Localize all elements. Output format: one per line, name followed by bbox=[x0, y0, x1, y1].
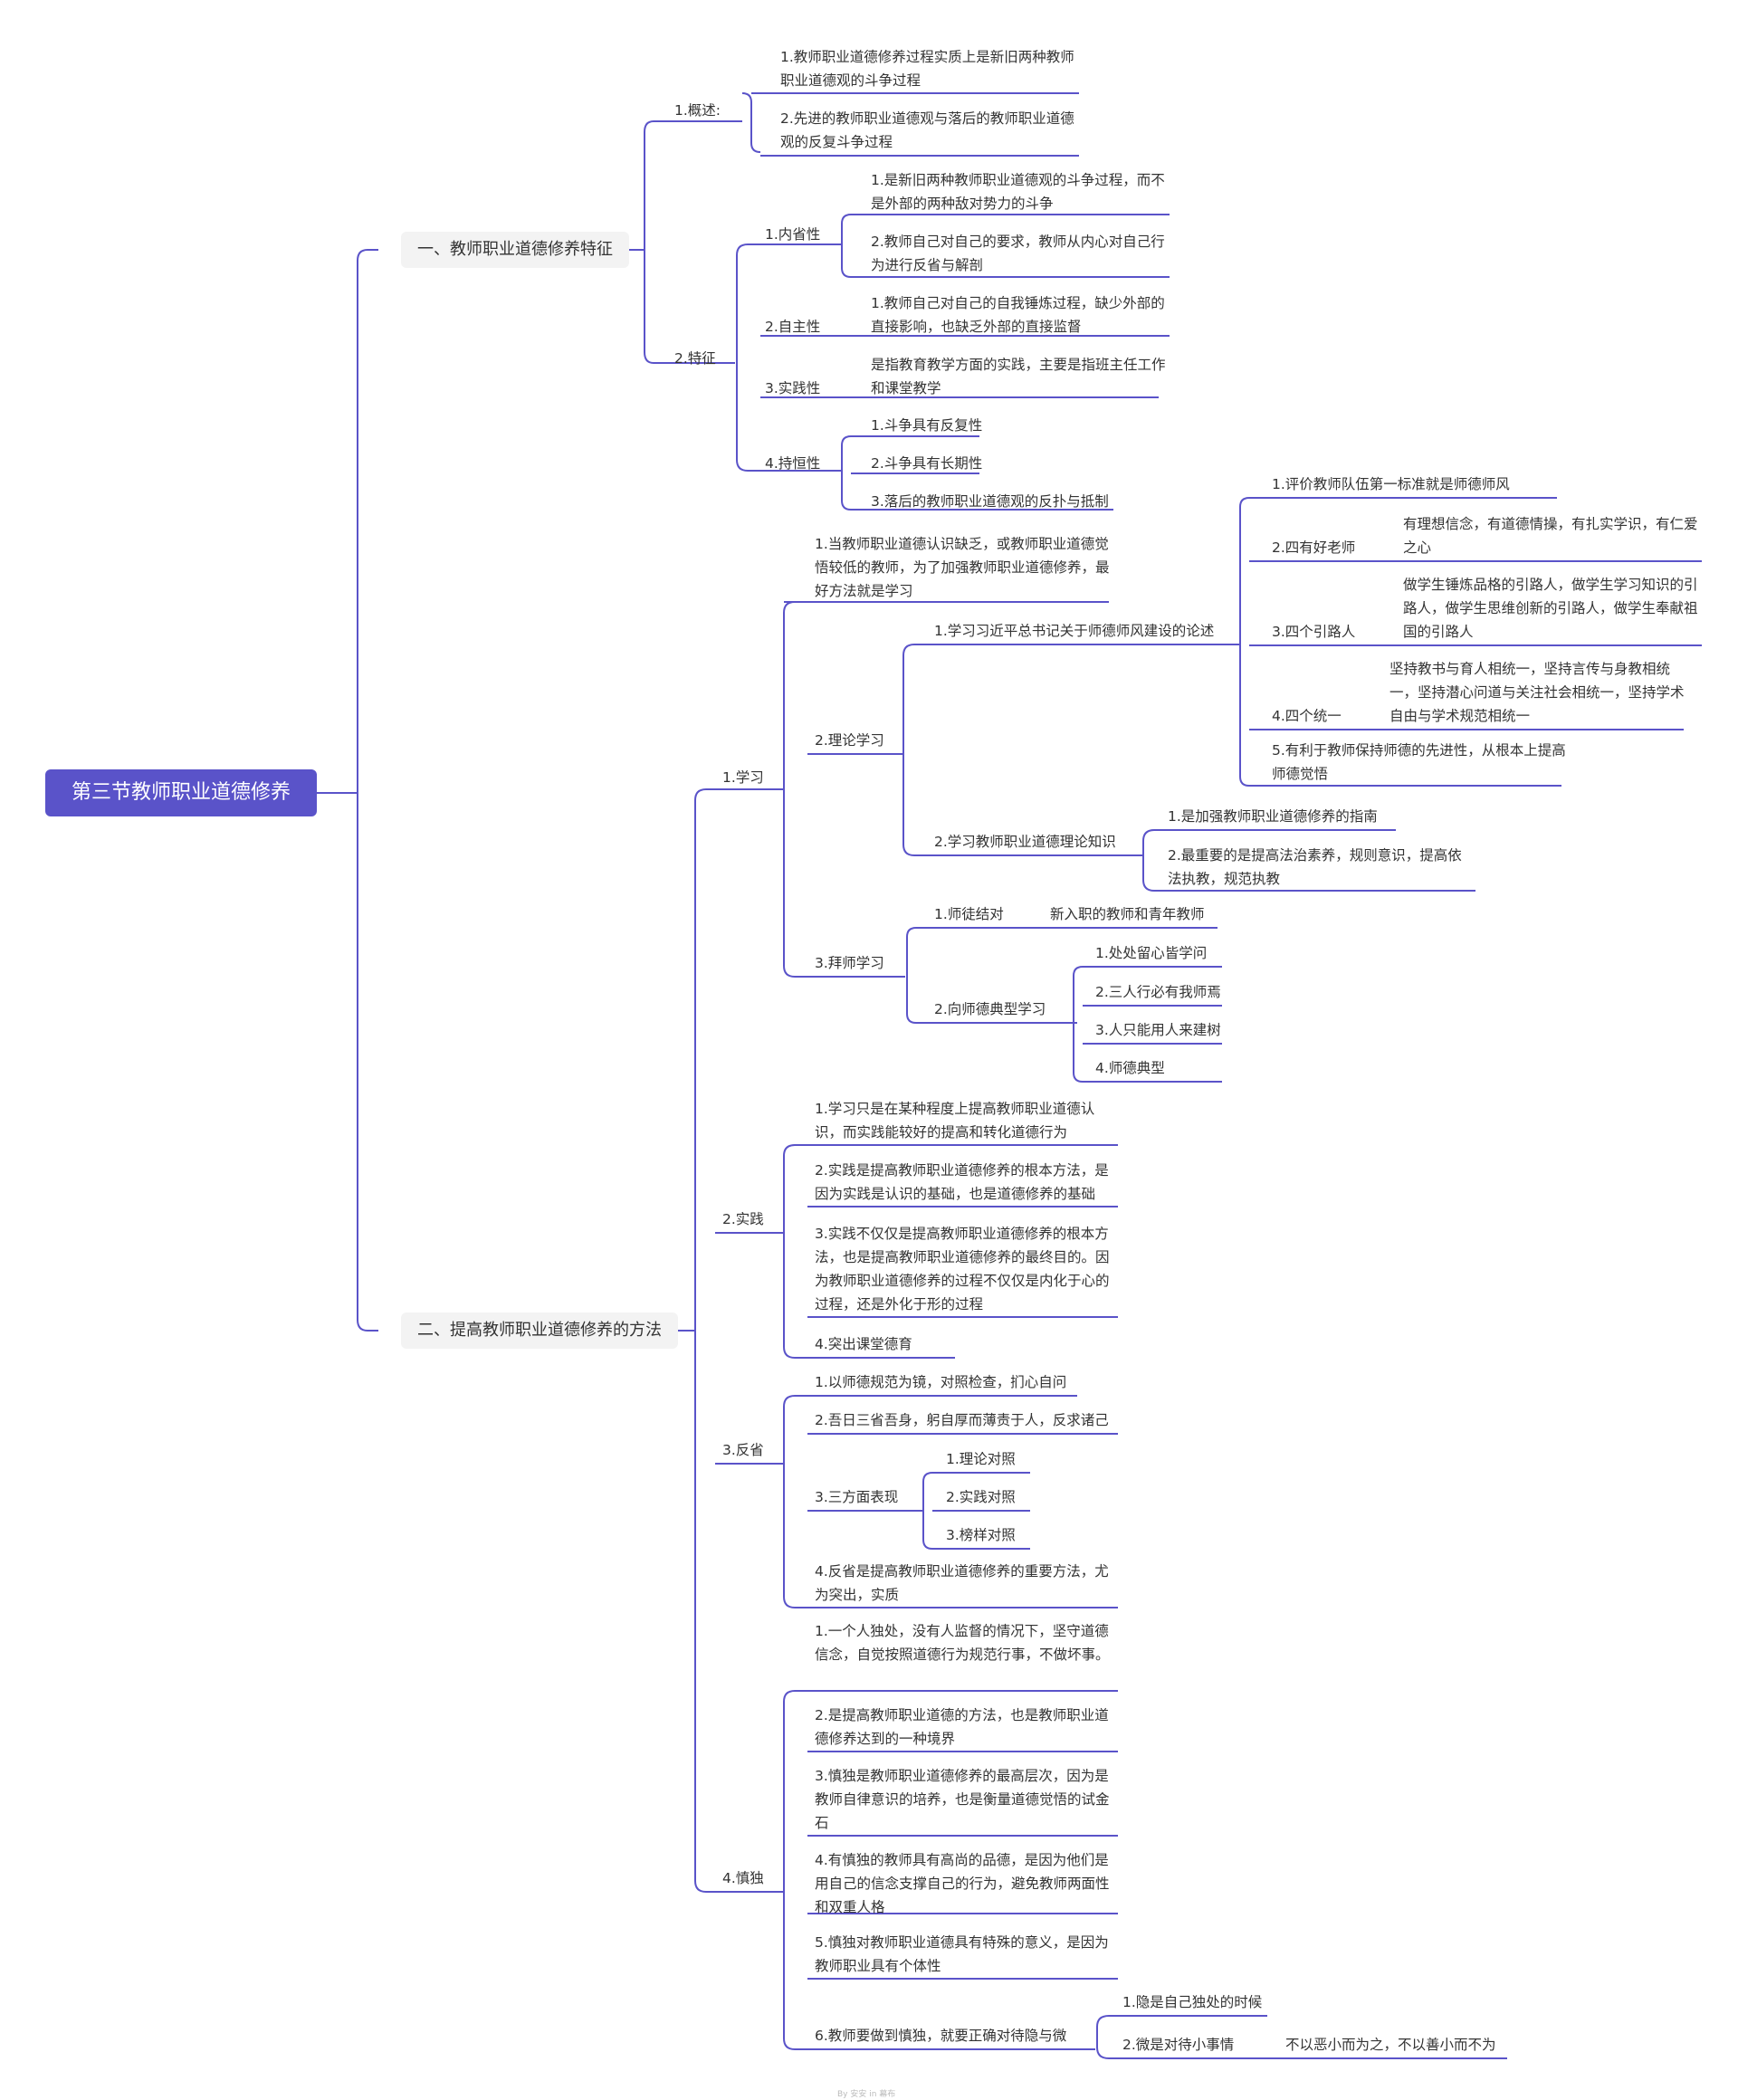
node-study[interactable]: 1.学习 bbox=[722, 769, 764, 786]
node-practice-item[interactable]: 1.学习只是在某种程度上提高教师职业道德认识，而实践能较好的提高和转化道德行为 bbox=[815, 1101, 1095, 1141]
node-role-model-item[interactable]: 2.三人行必有我师焉 bbox=[1095, 984, 1221, 1000]
branch-methods[interactable]: 二、提高教师职业道德修养的方法 bbox=[401, 1312, 678, 1349]
node-self-discipline[interactable]: 4.慎独 bbox=[722, 1870, 764, 1886]
node-discourse-item[interactable]: 1.评价教师队伍第一标准就是师德师风 bbox=[1272, 476, 1510, 492]
node-self-discipline-item[interactable]: 3.慎独是教师职业道德修养的最高层次，因为是教师自律意识的培养，也是衡量道德觉悟… bbox=[815, 1768, 1110, 1831]
node-mentor-study[interactable]: 3.拜师学习 bbox=[815, 955, 884, 971]
node-autonomy-text[interactable]: 1.教师自己对自己的自我锤炼过程，缺少外部的直接影响，也缺乏外部的直接监督 bbox=[871, 295, 1165, 335]
root-node[interactable]: 第三节教师职业道德修养 bbox=[45, 769, 317, 816]
node-ethics-theory[interactable]: 2.学习教师职业道德理论知识 bbox=[934, 834, 1116, 850]
branch-characteristics[interactable]: 一、教师职业道德修养特征 bbox=[401, 232, 629, 268]
node-subtle-item[interactable]: 2.微是对待小事情 bbox=[1122, 2037, 1235, 2053]
watermark: By 安安 in 幕布 bbox=[837, 2090, 896, 2099]
node-subtle-text[interactable]: 不以恶小而为之，不以善小而不为 bbox=[1285, 2037, 1496, 2053]
node-discourse-item[interactable]: 5.有利于教师保持师德的先进性，从根本上提高师德觉悟 bbox=[1272, 742, 1566, 782]
node-overview-item[interactable]: 2.先进的教师职业道德观与落后的教师职业道德观的反复斗争过程 bbox=[780, 110, 1074, 150]
node-hidden-subtle[interactable]: 6.教师要做到慎独，就要正确对待隐与微 bbox=[815, 2028, 1067, 2044]
node-persistence-item[interactable]: 1.斗争具有反复性 bbox=[871, 417, 983, 434]
node-introspection-item[interactable]: 2.教师自己对自己的要求，教师从内心对自己行为进行反省与解剖 bbox=[871, 234, 1165, 273]
node-ethics-theory-item[interactable]: 1.是加强教师职业道德修养的指南 bbox=[1168, 808, 1378, 825]
node-four-unities-text[interactable]: 坚持教书与育人相统一，坚持言传与身教相统一，坚持潜心问道与关注社会相统一，坚持学… bbox=[1389, 661, 1685, 724]
node-self-discipline-item[interactable]: 2.是提高教师职业道德的方法，也是教师职业道德修养达到的一种境界 bbox=[815, 1707, 1109, 1747]
node-xi-discourse[interactable]: 1.学习习近平总书记关于师德师风建设的论述 bbox=[934, 623, 1215, 639]
node-persistence-item[interactable]: 3.落后的教师职业道德观的反扑与抵制 bbox=[871, 493, 1109, 510]
node-four-unities[interactable]: 4.四个统一 bbox=[1272, 708, 1342, 724]
node-four-good-teachers[interactable]: 2.四有好老师 bbox=[1272, 539, 1356, 556]
node-mentor-pair-text[interactable]: 新入职的教师和青年教师 bbox=[1050, 906, 1205, 922]
node-reflection-item[interactable]: 4.反省是提高教师职业道德修养的重要方法，尤为突出，实质 bbox=[815, 1563, 1109, 1603]
node-features[interactable]: 2.特征 bbox=[674, 350, 716, 367]
node-role-model-item[interactable]: 1.处处留心皆学问 bbox=[1095, 945, 1208, 961]
node-hidden-item[interactable]: 1.隐是自己独处的时候 bbox=[1122, 1994, 1263, 2010]
node-three-aspects[interactable]: 3.三方面表现 bbox=[815, 1489, 899, 1505]
node-four-guides[interactable]: 3.四个引路人 bbox=[1272, 624, 1356, 640]
node-reflection[interactable]: 3.反省 bbox=[722, 1442, 764, 1458]
node-practice-item[interactable]: 3.实践不仅仅是提高教师职业道德修养的根本方法，也是提高教师职业道德修养的最终目… bbox=[815, 1226, 1110, 1312]
node-persistence-item[interactable]: 2.斗争具有长期性 bbox=[871, 455, 983, 472]
node-practice[interactable]: 2.实践 bbox=[722, 1211, 764, 1227]
node-reflection-item[interactable]: 1.以师德规范为镜，对照检查，扪心自问 bbox=[815, 1374, 1067, 1390]
node-overview-item[interactable]: 1.教师职业道德修养过程实质上是新旧两种教师职业道德观的斗争过程 bbox=[780, 49, 1074, 89]
node-self-discipline-item[interactable]: 4.有慎独的教师具有高尚的品德，是因为他们是用自己的信念支撑自己的行为，避免教师… bbox=[815, 1852, 1110, 1915]
node-role-model-item[interactable]: 3.人只能用人来建树 bbox=[1095, 1022, 1221, 1038]
node-ethics-theory-item[interactable]: 2.最重要的是提高法治素养，规则意识，提高依法执教，规范执教 bbox=[1168, 847, 1462, 887]
node-role-models[interactable]: 2.向师德典型学习 bbox=[934, 1001, 1046, 1017]
node-theory-study[interactable]: 2.理论学习 bbox=[815, 732, 884, 749]
node-aspect-item[interactable]: 2.实践对照 bbox=[946, 1489, 1016, 1505]
node-study-intro[interactable]: 1.当教师职业道德认识缺乏，或教师职业道德觉悟较低的教师，为了加强教师职业道德修… bbox=[815, 536, 1110, 599]
node-aspect-item[interactable]: 1.理论对照 bbox=[946, 1451, 1016, 1467]
node-autonomy[interactable]: 2.自主性 bbox=[765, 319, 821, 335]
node-practicality[interactable]: 3.实践性 bbox=[765, 380, 821, 396]
node-introspection[interactable]: 1.内省性 bbox=[765, 226, 821, 243]
node-practice-item[interactable]: 2.实践是提高教师职业道德修养的根本方法，是因为实践是认识的基础，也是道德修养的… bbox=[815, 1162, 1109, 1202]
node-practicality-text[interactable]: 是指教育教学方面的实践，主要是指班主任工作和课堂教学 bbox=[871, 357, 1166, 396]
node-aspect-item[interactable]: 3.榜样对照 bbox=[946, 1527, 1016, 1543]
node-self-discipline-item[interactable]: 1.一个人独处，没有人监督的情况下，坚守道德信念，自觉按照道德行为规范行事，不做… bbox=[815, 1623, 1110, 1663]
node-four-good-text[interactable]: 有理想信念，有道德情操，有扎实学识，有仁爱之心 bbox=[1403, 516, 1698, 556]
node-mentor-pair[interactable]: 1.师徒结对 bbox=[934, 906, 1004, 922]
node-role-model-item[interactable]: 4.师德典型 bbox=[1095, 1060, 1165, 1076]
node-self-discipline-item[interactable]: 5.慎独对教师职业道德具有特殊的意义，是因为教师职业具有个体性 bbox=[815, 1934, 1109, 1974]
node-four-guides-text[interactable]: 做学生锤炼品格的引路人，做学生学习知识的引路人，做学生思维创新的引路人，做学生奉… bbox=[1403, 577, 1698, 640]
node-overview[interactable]: 1.概述: bbox=[674, 102, 721, 119]
node-introspection-item[interactable]: 1.是新旧两种教师职业道德观的斗争过程，而不是外部的两种敌对势力的斗争 bbox=[871, 172, 1165, 212]
node-persistence[interactable]: 4.持恒性 bbox=[765, 455, 821, 472]
node-practice-item[interactable]: 4.突出课堂德育 bbox=[815, 1336, 912, 1352]
node-reflection-item[interactable]: 2.吾日三省吾身，躬自厚而薄责于人，反求诸己 bbox=[815, 1412, 1109, 1428]
